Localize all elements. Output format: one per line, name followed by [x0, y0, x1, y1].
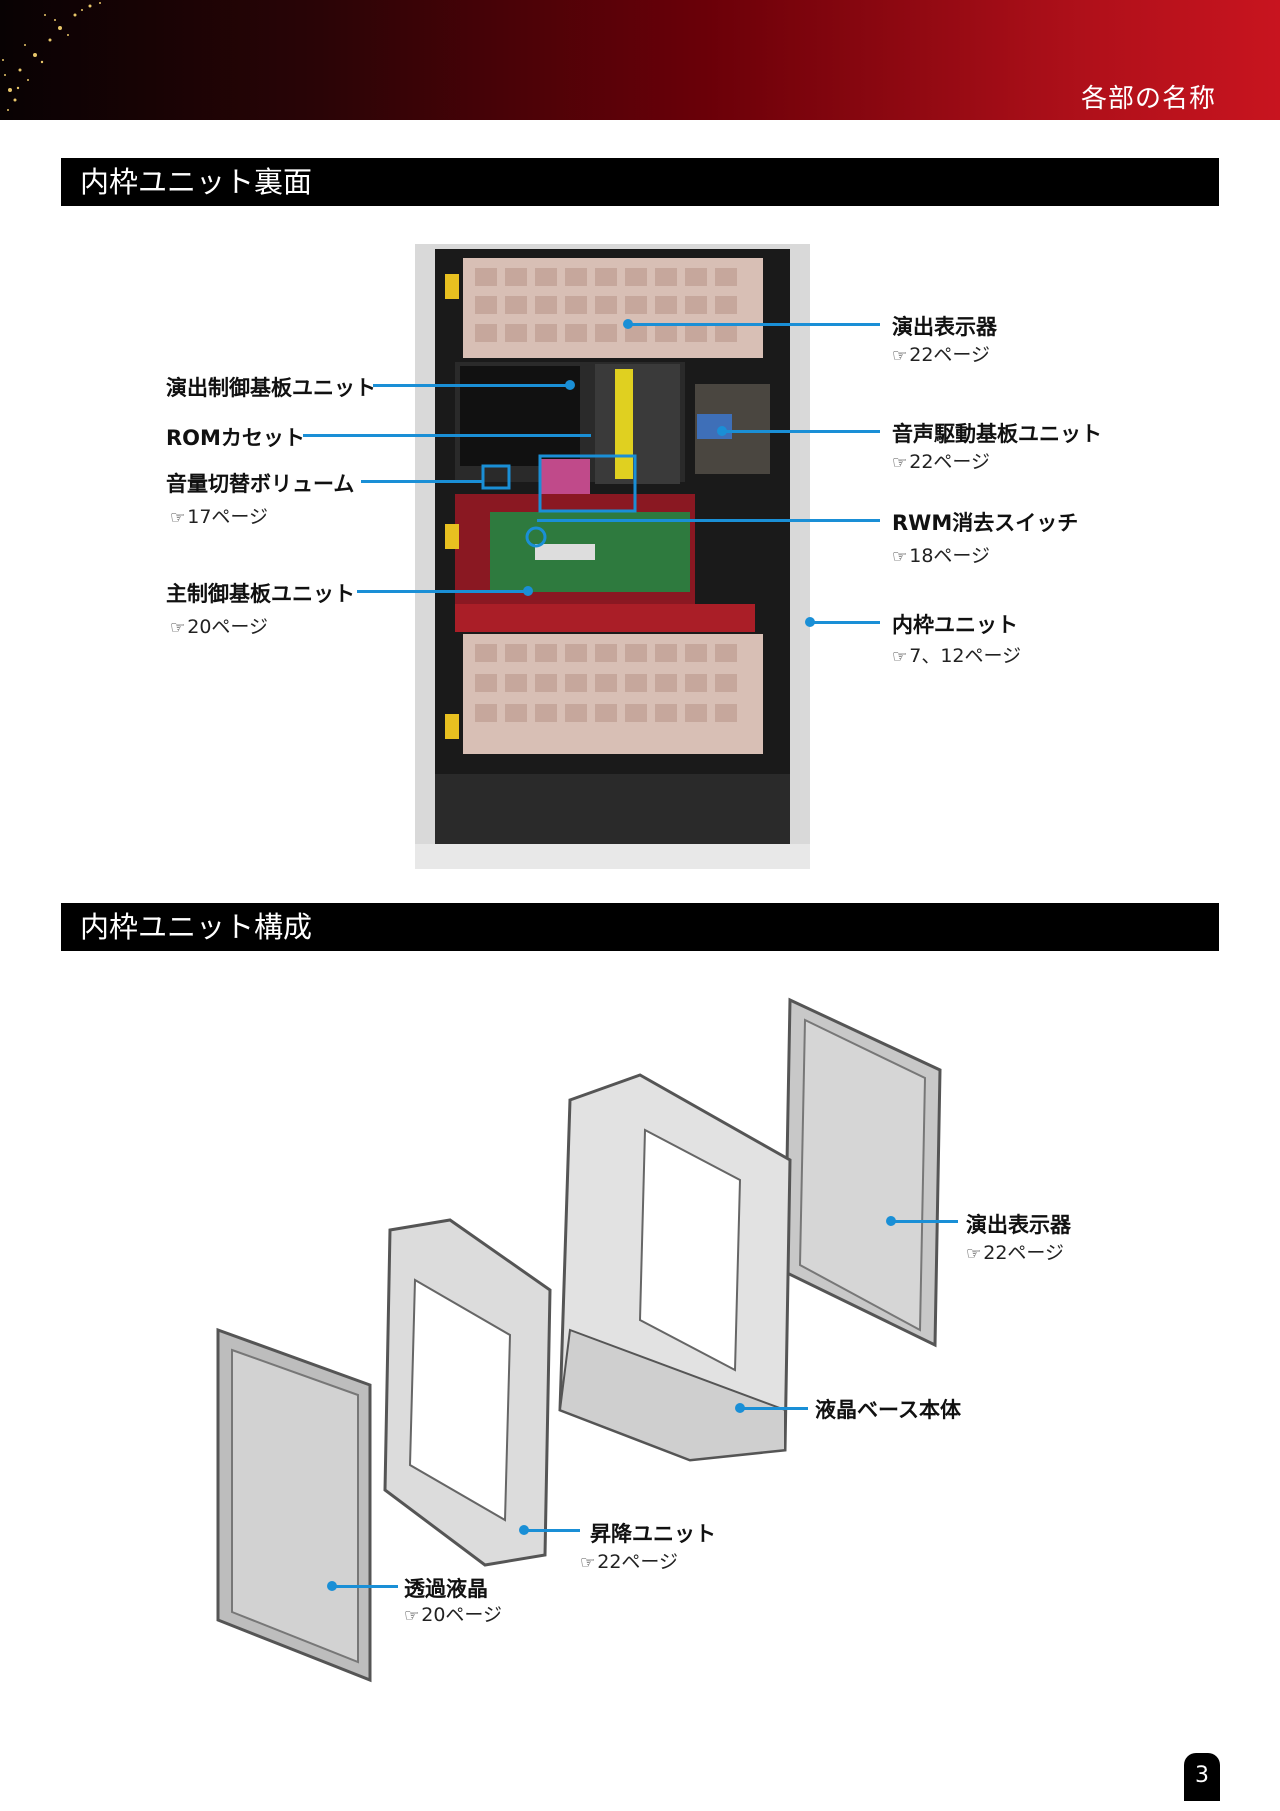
- callout-line-enshutsu-hyoujiki: [628, 323, 880, 326]
- callout-line-shu-seigyo: [357, 590, 527, 593]
- pointing-hand-icon: ☞: [580, 1553, 596, 1573]
- label-rwm: RWM消去スイッチ: [892, 511, 1079, 535]
- pointing-hand-icon: ☞: [892, 453, 908, 473]
- label-ekisho-base: 液晶ベース本体: [815, 1398, 961, 1422]
- callout-line-onryou: [361, 480, 483, 483]
- label-rom-cassette: ROMカセット: [166, 426, 305, 450]
- header-banner: 各部の名称: [0, 0, 1280, 120]
- ref-enshutsu-hyoujiki: ☞22ページ: [892, 344, 991, 366]
- label-enshutsu-hyoujiki: 演出表示器: [892, 315, 997, 339]
- callout-line-onsei-kudou: [722, 430, 880, 433]
- exploded-view-drawing: [216, 997, 942, 1683]
- label-touka: 透過液晶: [404, 1577, 488, 1601]
- ref-shoukou: ☞22ページ: [580, 1551, 679, 1573]
- section-title-rear: 内枠ユニット裏面: [61, 158, 1219, 206]
- pointing-hand-icon: ☞: [892, 346, 908, 366]
- ref-cfg-enshutsu: ☞22ページ: [966, 1242, 1065, 1264]
- callout-line-shoukou: [524, 1529, 580, 1532]
- label-uchiwaku: 内枠ユニット: [892, 613, 1018, 637]
- ref-touka: ☞20ページ: [404, 1604, 503, 1626]
- pointing-hand-icon: ☞: [404, 1606, 420, 1626]
- label-shu-seigyo: 主制御基板ユニット: [166, 582, 355, 606]
- callout-line-rom: [303, 434, 591, 437]
- label-shoukou: 昇降ユニット: [590, 1522, 716, 1546]
- label-enshutsu-seigyo: 演出制御基板ユニット: [166, 376, 376, 400]
- pointing-hand-icon: ☞: [892, 647, 908, 667]
- pointing-hand-icon: ☞: [170, 508, 186, 528]
- pointing-hand-icon: ☞: [966, 1244, 982, 1264]
- ref-onryou: ☞17ページ: [170, 506, 269, 528]
- callout-line-ekisho-base: [740, 1407, 808, 1410]
- callout-dot-shu-seigyo: [523, 586, 533, 596]
- page-number: 3: [1184, 1753, 1220, 1801]
- callout-line-cfg-enshutsu: [891, 1220, 958, 1223]
- gold-sparkle-decoration: [2, 2, 101, 111]
- ref-onsei-kudou: ☞22ページ: [892, 451, 991, 473]
- callout-line-enshutsu-seigyo: [373, 384, 569, 387]
- label-onryou: 音量切替ボリューム: [166, 472, 355, 496]
- ref-shu-seigyo: ☞20ページ: [170, 616, 269, 638]
- callout-line-touka: [332, 1585, 398, 1588]
- callout-dot-enshutsu-seigyo: [565, 380, 575, 390]
- header-title: 各部の名称: [1080, 84, 1216, 114]
- ref-uchiwaku: ☞7、12ページ: [892, 645, 1022, 667]
- section-title-config: 内枠ユニット構成: [61, 903, 1219, 951]
- callout-line-uchiwaku: [810, 621, 880, 624]
- ref-rwm: ☞18ページ: [892, 545, 991, 567]
- pointing-hand-icon: ☞: [892, 547, 908, 567]
- label-cfg-enshutsu: 演出表示器: [966, 1213, 1071, 1237]
- label-onsei-kudou: 音声駆動基板ユニット: [892, 422, 1102, 446]
- rear-unit-photo: [415, 244, 810, 869]
- callout-line-rwm: [537, 519, 880, 522]
- pointing-hand-icon: ☞: [170, 618, 186, 638]
